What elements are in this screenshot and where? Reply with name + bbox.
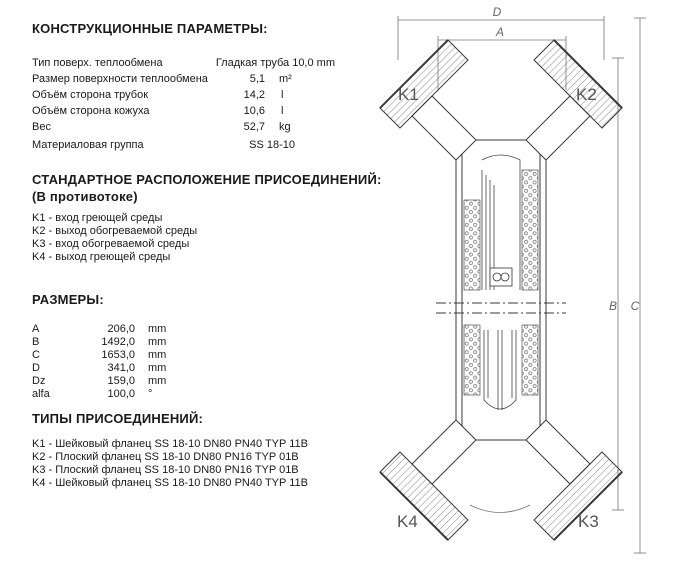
nozzle-k1 [379,39,477,161]
param-value: SS 18-10 [249,139,295,151]
dim-value: 100,0 [107,388,135,400]
dim-value: 206,0 [107,323,135,335]
dim-label-d: D [493,5,502,19]
type-item: K4 - Шейковый фланец SS 18-10 DN80 PN40 … [32,477,308,489]
coil-bundle [463,324,481,396]
connection-item: K1 - вход греющей среды [32,212,163,224]
type-item: K3 - Плоский фланец SS 18-10 DN80 PN16 T… [32,464,299,476]
param-unit: m² [279,73,292,85]
dim-unit: ° [148,388,153,400]
param-value: 5,1 [249,73,265,85]
dim-unit: mm [148,349,167,361]
nozzle-k3 [525,419,623,541]
dim-unit: mm [148,323,167,335]
coil-bundle [463,199,481,291]
param-value: 52,7 [243,121,265,133]
param-unit: l [281,105,284,117]
param-label: Размер поверхности теплообмена [32,73,208,85]
dim-unit: mm [148,375,167,387]
type-item: K1 - Шейковый фланец SS 18-10 DN80 PN40 … [32,438,308,450]
alpha-arc [469,504,531,513]
param-label: Вес [32,121,51,133]
params-title: КОНСТРУКЦИОННЫЕ ПАРАМЕТРЫ: [32,21,268,36]
connection-item: K2 - выход обогреваемой среды [32,225,198,237]
heat-exchanger-drawing: D A B C [379,5,646,554]
dim-label-b: B [609,299,617,313]
type-item: K2 - Плоский фланец SS 18-10 DN80 PN16 T… [32,451,299,463]
dim-label-c: C [631,299,640,313]
dim-value: 1492,0 [101,336,135,348]
dim-name: alfa [32,388,50,400]
param-label: Объём сторона трубок [32,89,149,101]
dim-value: 1653,0 [101,349,135,361]
connection-item: K4 - выход греющей среды [32,251,171,263]
connections-title: СТАНДАРТНОЕ РАСПОЛОЖЕНИЕ ПРИСОЕДИНЕНИЙ: [32,172,382,187]
dim-name: A [32,323,40,335]
dimension-lines [397,16,646,554]
param-label: Материаловая группа [32,139,144,151]
nozzle-k4 [379,419,477,541]
label-k3: K3 [578,512,599,531]
dims-title: РАЗМЕРЫ: [32,292,104,307]
dim-unit: mm [148,362,167,374]
nozzle-k2 [525,39,623,161]
param-unit: l [281,89,284,101]
param-unit: kg [279,121,291,133]
shell-body [436,139,566,441]
types-title: ТИПЫ ПРИСОЕДИНЕНИЙ: [32,411,204,426]
dim-name: D [32,362,40,374]
dim-value: 341,0 [107,362,135,374]
dim-label-a: A [495,25,504,39]
connection-item: K3 - вход обогреваемой среды [32,238,190,250]
tube-bundle [481,154,521,410]
dim-name: Dz [32,375,46,387]
label-k4: K4 [397,512,418,531]
param-value: 10,6 [243,105,265,117]
coil-bundle [521,169,539,291]
connections-subtitle: (В противотоке) [32,189,138,204]
label-k2: K2 [576,85,597,104]
label-k1: K1 [398,85,419,104]
dim-unit: mm [148,336,167,348]
manufacturer-logo [489,267,513,287]
dim-name: C [32,349,40,361]
dim-name: B [32,336,40,348]
param-value: Гладкая труба 10,0 mm [215,57,335,69]
coil-bundle [521,324,539,396]
param-value: 14,2 [243,89,265,101]
param-label: Объём сторона кожуха [32,105,150,117]
param-label: Тип поверх. теплообмена [32,57,163,69]
dim-value: 159,0 [107,375,135,387]
